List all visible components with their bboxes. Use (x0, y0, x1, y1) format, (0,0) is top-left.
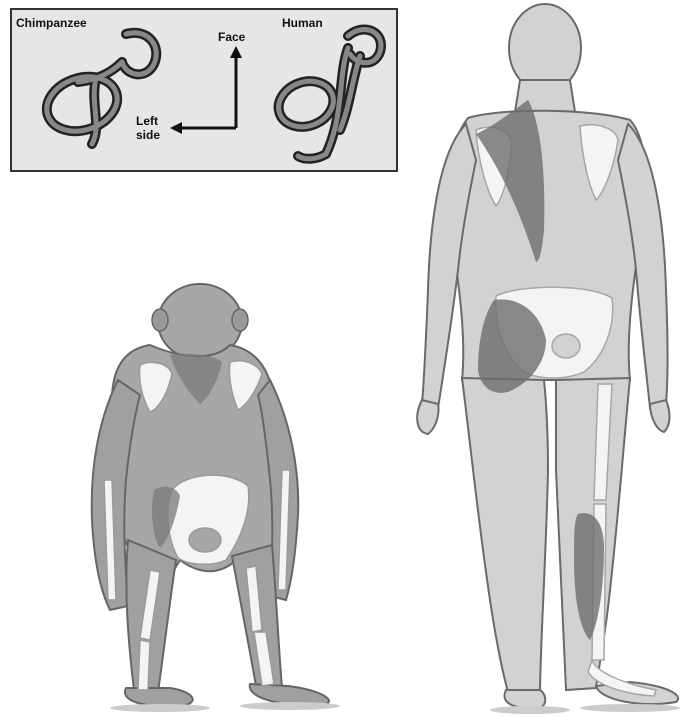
human-figure (0, 0, 688, 717)
figure: Chimpanzee Human Face Left side (0, 0, 688, 717)
